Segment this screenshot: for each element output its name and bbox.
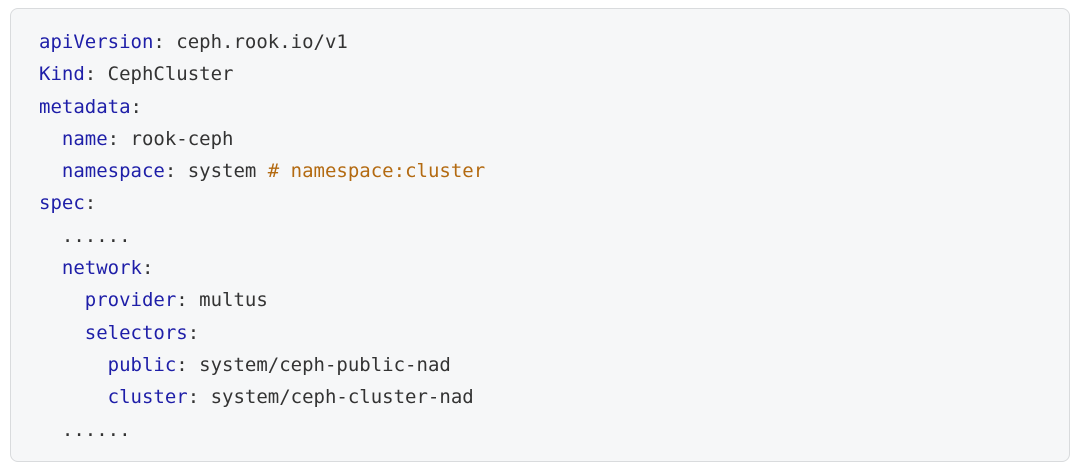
code-line: apiVersion: ceph.rook.io/v1 [39, 26, 1041, 58]
code-line: metadata: [39, 91, 1041, 123]
yaml-key: spec [39, 192, 85, 215]
code-line: public: system/ceph-public-nad [39, 349, 1041, 381]
code-line: spec: [39, 187, 1041, 219]
yaml-key: Kind [39, 63, 85, 86]
yaml-value: : system/ceph-public-nad [176, 353, 451, 376]
code-line: provider: multus [39, 284, 1041, 316]
yaml-key: name [39, 127, 108, 150]
code-line: ...... [39, 414, 1041, 446]
yaml-key: network [39, 257, 142, 280]
yaml-ellipsis: ...... [39, 224, 131, 247]
yaml-key: provider [39, 289, 177, 312]
code-line: namespace: system # namespace:cluster [39, 155, 1041, 187]
code-line: selectors: [39, 317, 1041, 349]
yaml-value: : system [164, 160, 268, 183]
yaml-value: : system/ceph-cluster-nad [187, 386, 474, 409]
code-line: cluster: system/ceph-cluster-nad [39, 381, 1041, 413]
yaml-value: : [141, 257, 154, 280]
yaml-key: apiVersion [39, 31, 154, 53]
yaml-comment: # namespace:cluster [267, 160, 486, 183]
yaml-ellipsis: ...... [39, 418, 131, 441]
yaml-key: cluster [39, 386, 188, 409]
yaml-key: namespace [39, 160, 165, 183]
yaml-value: : CephCluster [84, 63, 234, 86]
yaml-key: public [39, 353, 177, 376]
code-block: apiVersion: ceph.rook.io/v1 Kind: CephCl… [10, 8, 1070, 462]
yaml-value: : ceph.rook.io/v1 [153, 31, 348, 53]
yaml-value: : multus [176, 289, 268, 312]
yaml-key: metadata [39, 95, 131, 118]
yaml-value: : [84, 192, 97, 215]
yaml-value: : [130, 95, 142, 118]
code-line: network: [39, 252, 1041, 284]
yaml-value: : rook-ceph [107, 127, 234, 150]
code-line: name: rook-ceph [39, 123, 1041, 155]
code-line: Kind: CephCluster [39, 58, 1041, 90]
yaml-key: selectors [39, 321, 188, 344]
code-line: ...... [39, 220, 1041, 252]
yaml-value: : [187, 321, 200, 344]
